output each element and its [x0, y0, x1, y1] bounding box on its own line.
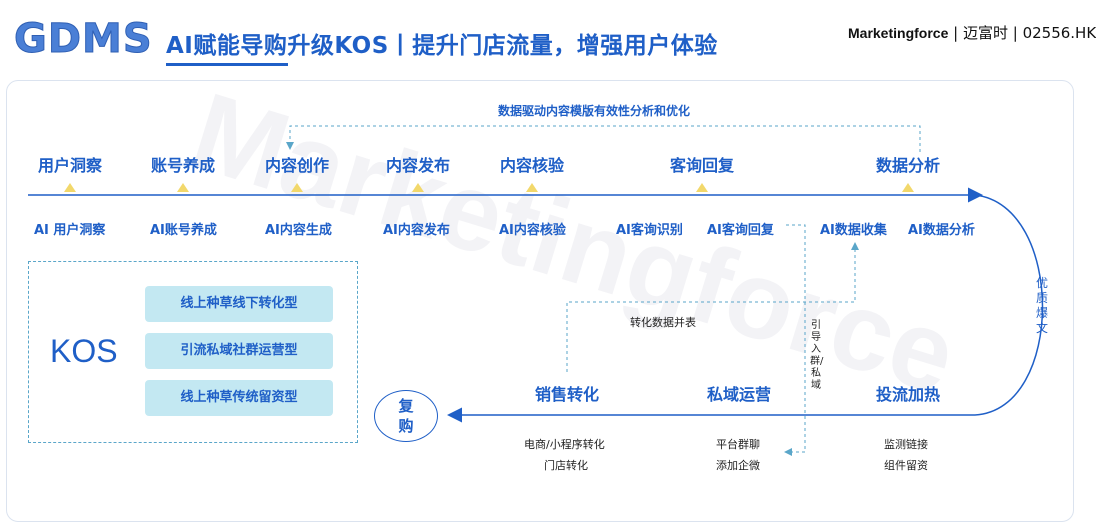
brand-ticker: 02556.HK: [1022, 24, 1096, 42]
kos-box: [28, 261, 358, 443]
repurchase-circle: 复购: [374, 390, 438, 442]
ai-user-insight: AI 用户洞察: [34, 223, 106, 238]
triangle-marker: [696, 183, 708, 192]
merge-loop: [566, 242, 859, 372]
ai-data-collect: AI数据收集: [820, 223, 887, 238]
kos-label: KOS: [50, 333, 118, 369]
feedback-label: 数据驱动内容模版有效性分析和优化: [498, 104, 691, 118]
sub-store: 门店转化: [544, 459, 588, 472]
brand-name: Marketingforce: [848, 25, 949, 41]
kos-item: 线上种草传统留资型: [145, 380, 333, 416]
sub-group-chat: 平台群聊: [716, 438, 760, 451]
kos-item: 线上种草线下转化型: [145, 286, 333, 322]
page-title: AI赋能导购升级KOS丨提升门店流量，增强用户体验: [166, 33, 718, 59]
stage-private-domain: 私域运营: [707, 385, 772, 404]
header: GDMS AI赋能导购升级KOS丨提升门店流量，增强用户体验 Marketing…: [0, 0, 1096, 70]
sub-lead-capture: 组件留资: [884, 459, 928, 472]
ai-inquiry-recognize: AI客询识别: [616, 223, 683, 238]
gdms-logo: GDMS: [14, 16, 153, 63]
ai-inquiry-reply: AI客询回复: [707, 223, 774, 238]
stage-content-verify: 内容核验: [500, 156, 565, 175]
triangle-marker: [291, 183, 303, 192]
triangle-marker: [412, 183, 424, 192]
brand-divider: |: [948, 24, 963, 42]
ai-content-publish: AI内容发布: [383, 223, 450, 238]
merge-label: 转化数据并表: [630, 316, 696, 329]
brand-cn: 迈富时: [962, 24, 1008, 42]
ai-account: AI账号养成: [150, 223, 217, 238]
ai-content-verify: AI内容核验: [499, 223, 566, 238]
triangle-marker: [526, 183, 538, 192]
stage-account: 账号养成: [151, 156, 216, 175]
stage-content-publish: 内容发布: [386, 156, 451, 175]
curve-label: 优质爆文: [1035, 276, 1048, 335]
triangle-marker: [64, 183, 76, 192]
stage-data-analysis: 数据分析: [876, 156, 941, 175]
triangle-marker: [177, 183, 189, 192]
kos-item: 引流私域社群运营型: [145, 333, 333, 369]
drainage-loop: [784, 224, 806, 456]
ai-content-gen: AI内容生成: [265, 223, 332, 238]
stage-user-insight: 用户洞察: [38, 156, 103, 175]
brand-divider: |: [1007, 24, 1023, 42]
triangle-marker: [902, 183, 914, 192]
repurchase-label: 复购: [398, 397, 414, 435]
feedback-loop: [286, 125, 921, 152]
return-curve: [447, 194, 1044, 423]
stage-content-create: 内容创作: [265, 156, 330, 175]
sub-ecommerce: 电商/小程序转化: [524, 438, 605, 451]
sub-monitor-link: 监测链接: [884, 438, 928, 451]
sub-add-wecom: 添加企微: [716, 459, 760, 472]
stage-inquiry-reply: 客询回复: [670, 156, 735, 175]
brand-block: Marketingforce | 迈富时 | 02556.HK: [848, 22, 1096, 43]
ai-data-analysis: AI数据分析: [908, 223, 975, 238]
stage-sales-conversion: 销售转化: [535, 385, 600, 404]
stage-traffic-boost: 投流加热: [876, 385, 941, 404]
title-underline: [166, 63, 288, 66]
drainage-label: 引导入群/私域: [810, 320, 824, 391]
